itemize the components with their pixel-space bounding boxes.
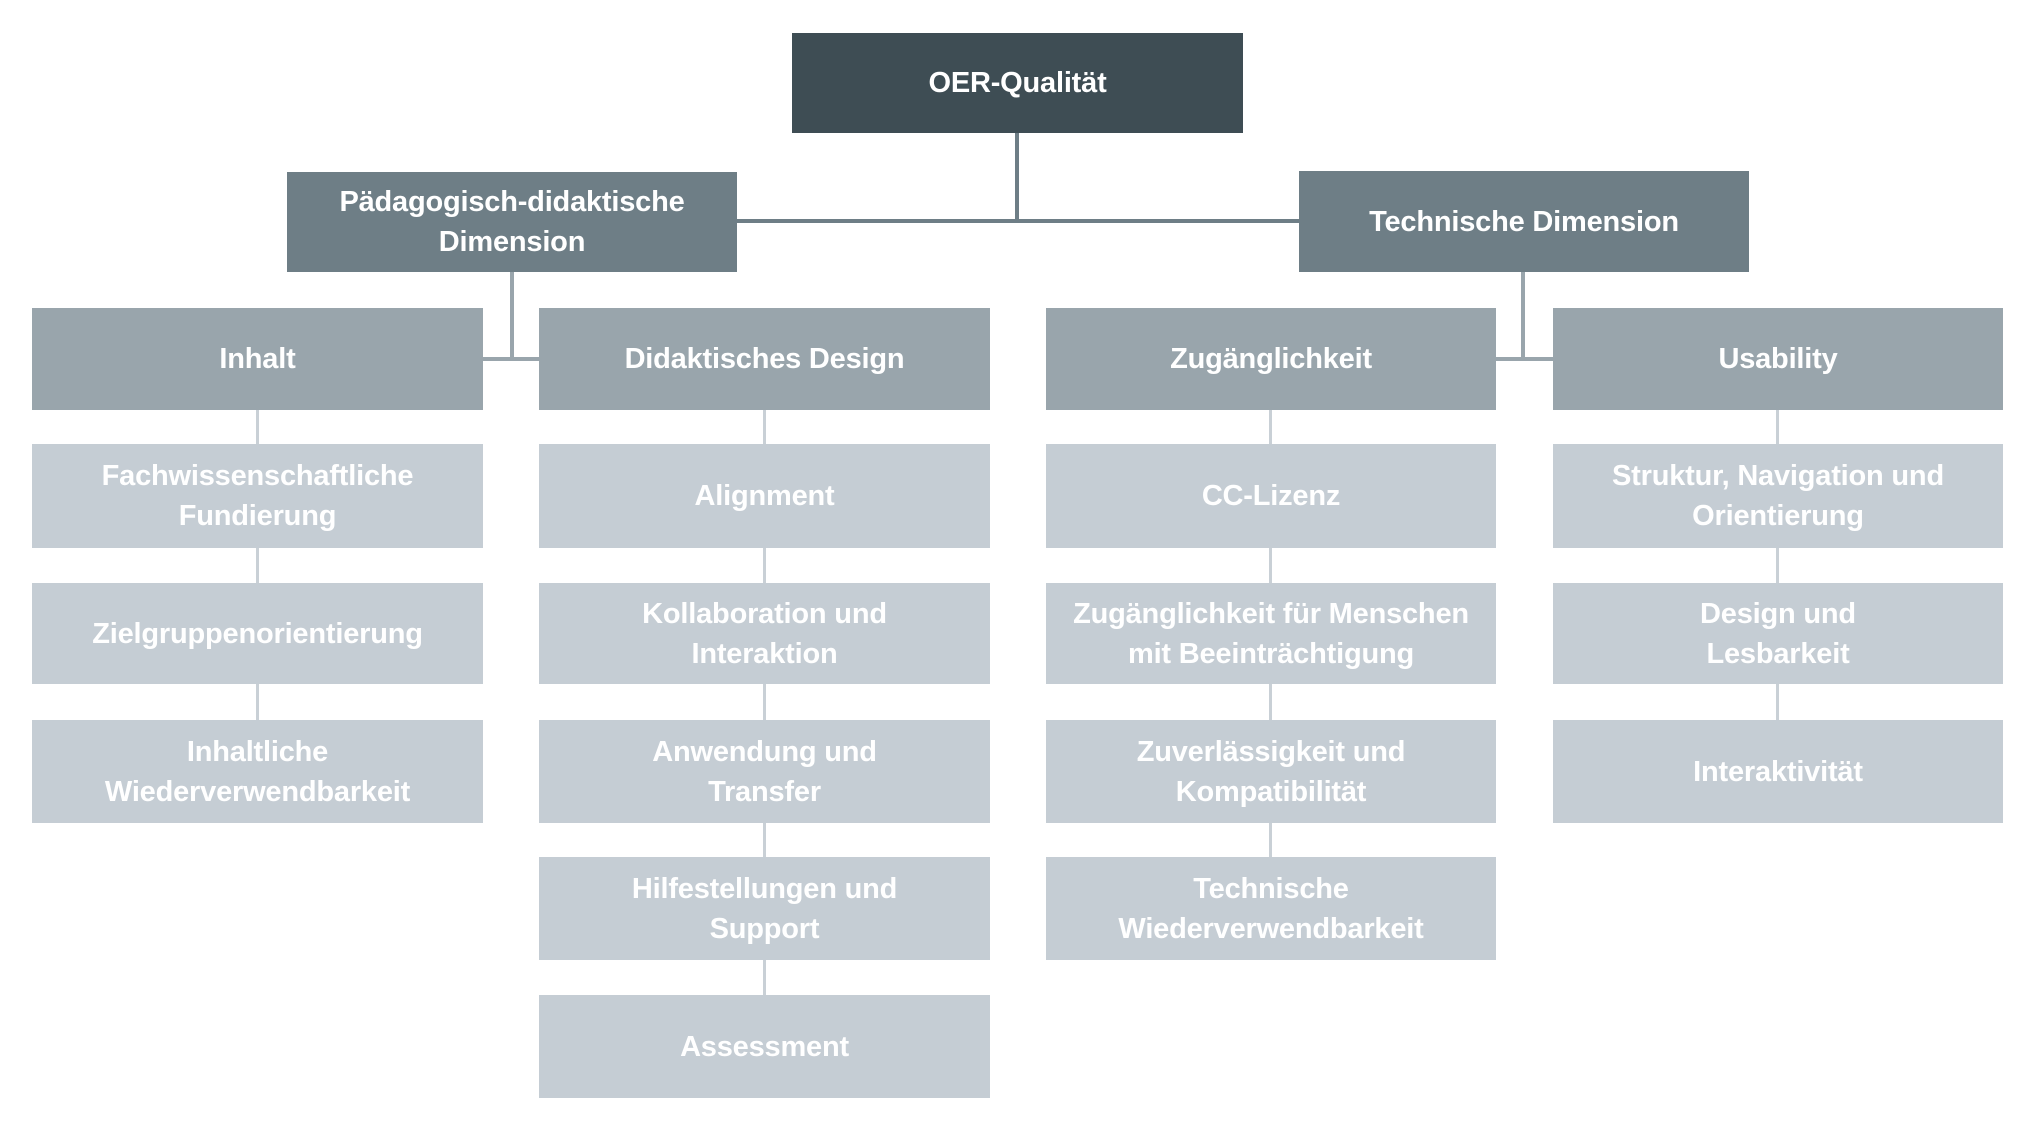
connector-col2-seg4: [763, 821, 766, 860]
connector-col2-seg2: [763, 546, 766, 586]
node-category-usability: Usability: [1553, 308, 2003, 410]
node-item-zugaenglichkeit-fuer-menschen: Zugänglichkeit für Menschen mit Beeinträ…: [1046, 583, 1496, 684]
node-item-alignment: Alignment: [539, 444, 990, 548]
connector-col2-seg1: [763, 408, 766, 448]
node-item-interaktivitaet: Interaktivität: [1553, 720, 2003, 823]
connector-paedagogisch-horizontal: [257, 357, 766, 361]
node-item-anwendung-und-transfer: Anwendung und Transfer: [539, 720, 990, 823]
connector-col2-seg5: [763, 958, 766, 998]
node-item-fachwissenschaftliche-fundierung: Fachwissenschaftliche Fundierung: [32, 444, 483, 548]
connector-col3-seg1: [1269, 408, 1272, 448]
connector-col1-seg2: [256, 546, 259, 586]
connector-col3-seg2: [1269, 546, 1272, 586]
node-item-zielgruppenorientierung: Zielgruppenorientierung: [32, 583, 483, 684]
node-category-zugaenglichkeit: Zugänglichkeit: [1046, 308, 1496, 410]
node-dimension-technisch: Technische Dimension: [1299, 171, 1749, 272]
connector-technisch-horizontal: [1270, 357, 1779, 361]
connector-col3-seg3: [1269, 682, 1272, 723]
node-item-inhaltliche-wiederverwendbarkeit: Inhaltliche Wiederverwendbarkeit: [32, 720, 483, 823]
connector-root-horizontal: [512, 219, 1524, 223]
node-item-design-und-lesbarkeit: Design und Lesbarkeit: [1553, 583, 2003, 684]
node-dimension-paedagogisch: Pädagogisch-didaktische Dimension: [287, 172, 737, 272]
connector-paedagogisch-vertical: [510, 271, 514, 360]
node-item-assessment: Assessment: [539, 995, 990, 1098]
connector-col1-seg1: [256, 408, 259, 448]
node-item-kollaboration-und-interaktion: Kollaboration und Interaktion: [539, 583, 990, 684]
node-root: OER-Qualität: [792, 33, 1243, 133]
node-item-technische-wiederverwendbarkeit: Technische Wiederverwendbarkeit: [1046, 857, 1496, 960]
node-item-hilfestellungen-und-support: Hilfestellungen und Support: [539, 857, 990, 960]
connector-col3-seg4: [1269, 821, 1272, 860]
connector-root-vertical: [1015, 133, 1019, 222]
node-item-zuverlaessigkeit-und-kompatibilitaet: Zuverlässigkeit und Kompatibilität: [1046, 720, 1496, 823]
node-item-cc-lizenz: CC-Lizenz: [1046, 444, 1496, 548]
connector-col4-seg1: [1776, 408, 1779, 448]
node-item-struktur-navigation-orientierung: Struktur, Navigation und Orientierung: [1553, 444, 2003, 548]
node-category-inhalt: Inhalt: [32, 308, 483, 410]
connector-col4-seg3: [1776, 682, 1779, 723]
connector-col2-seg3: [763, 682, 766, 723]
connector-col1-seg3: [256, 682, 259, 723]
connector-col4-seg2: [1776, 546, 1779, 586]
node-category-didaktisches-design: Didaktisches Design: [539, 308, 990, 410]
connector-technisch-vertical: [1521, 272, 1525, 360]
